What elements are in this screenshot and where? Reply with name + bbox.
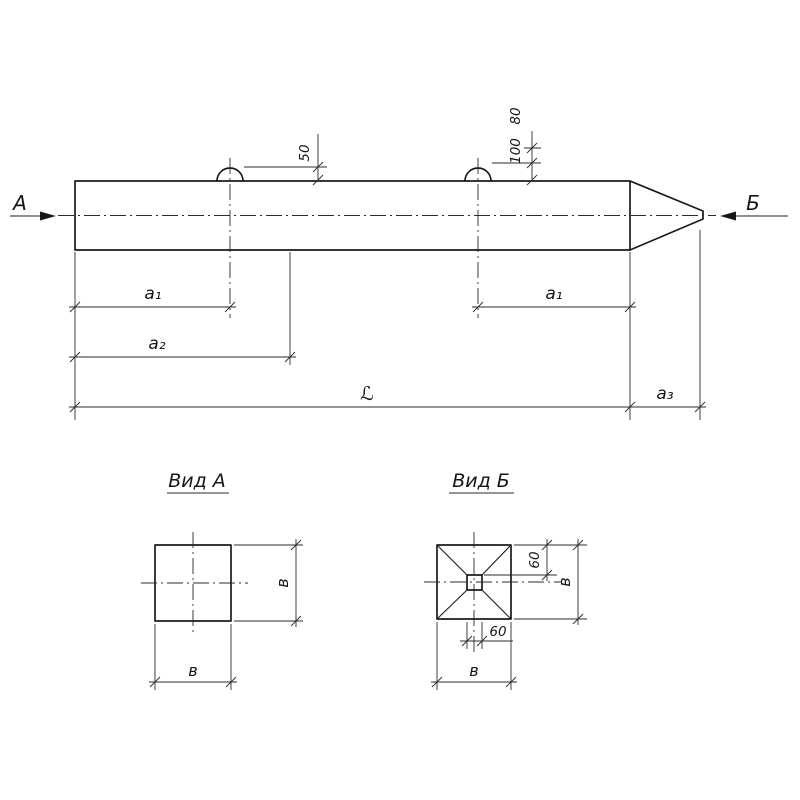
dim-a1-left-label: а₁ — [144, 284, 161, 304]
dim-row-length: ℒ а₃ — [69, 383, 706, 413]
dim-80-label: 80 — [508, 107, 524, 124]
dim-80-100: 80 100 — [492, 107, 541, 186]
view-b-dim-height: в — [514, 539, 587, 625]
view-b-diagonal-4 — [481, 589, 512, 620]
pile-tip — [629, 180, 704, 251]
dim-a3-label: а₃ — [656, 384, 673, 404]
section-arrow-a-head — [40, 211, 56, 221]
dim-50: 50 — [244, 134, 327, 186]
view-b-dim-tip-width-label: 60 — [489, 624, 506, 640]
view-b-dim-tip-width: 60 — [460, 622, 513, 649]
view-b-diagonal-3 — [436, 589, 468, 620]
view-b-tip-square — [466, 574, 483, 591]
section-label-b: Б — [746, 191, 760, 215]
view-b-diagonal-2 — [481, 544, 512, 576]
main-view: А Б 50 80 100 — [10, 107, 788, 420]
view-a-title: Вид А — [168, 470, 226, 492]
view-b-dim-tip-height: 60 — [484, 539, 557, 581]
view-b-dim-tip-height-label: 60 — [527, 551, 543, 568]
dim-row-a1: а₁ а₁ — [69, 284, 636, 313]
view-b-dim-width: в — [431, 622, 517, 690]
dim-50-label: 50 — [297, 144, 313, 161]
section-arrow-b-head — [720, 211, 736, 221]
section-arrow-a: А — [10, 191, 56, 221]
view-a-dim-height: в — [234, 539, 303, 627]
dim-100-label: 100 — [508, 138, 524, 164]
dim-a1-right-label: а₁ — [545, 284, 562, 304]
view-b-diagonal-1 — [436, 544, 468, 576]
dim-length-label: ℒ — [360, 383, 374, 405]
section-arrow-b: Б — [720, 191, 788, 221]
view-b-title: Вид Б — [452, 470, 510, 492]
section-label-a: А — [11, 191, 27, 215]
dim-row-a2: а₂ — [69, 334, 296, 363]
view-b-dim-width-label: в — [469, 661, 478, 680]
view-a: Вид А в в — [141, 470, 303, 690]
extension-lines — [74, 230, 701, 420]
view-b-dim-height-label: в — [555, 577, 574, 586]
view-a-dim-height-label: в — [273, 578, 292, 587]
dim-a2-label: а₂ — [148, 334, 165, 354]
view-a-dim-width: в — [149, 624, 237, 690]
view-b: Вид Б 60 в — [424, 470, 587, 690]
view-a-dim-width-label: в — [188, 661, 197, 680]
